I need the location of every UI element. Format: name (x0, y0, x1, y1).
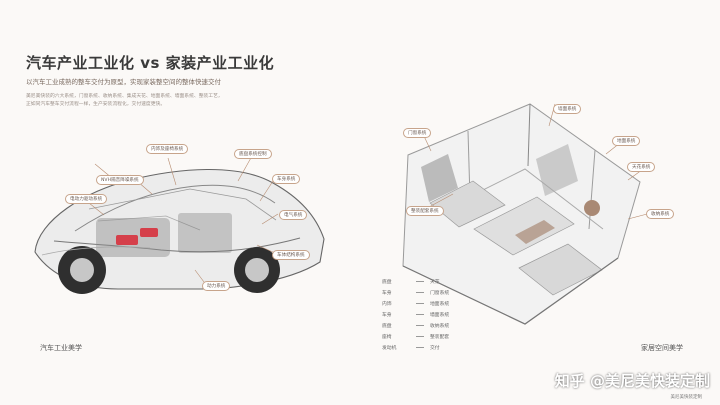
legend-right: 收纳系统 (430, 324, 450, 329)
legend-divider (416, 292, 424, 293)
label-powertrain: 动力系统 (202, 281, 231, 291)
label-wall: 墙面系统 (553, 104, 582, 114)
legend-divider (416, 314, 424, 315)
legend-left: 底盘 (382, 324, 392, 329)
label-body-system: 车身系统 (272, 174, 301, 184)
legend-row: 车身 门窗系统 (382, 287, 470, 298)
legend-right: 墙面系统 (430, 313, 450, 318)
label-storage: 收纳系统 (646, 209, 675, 219)
legend-left: 内饰 (382, 302, 392, 307)
legend-left: 座椅 (382, 335, 392, 340)
label-package: 整装配套系统 (406, 206, 444, 216)
label-chassis-control: 底盘系统控制 (234, 149, 272, 159)
legend-divider (416, 325, 424, 326)
legend-divider (416, 303, 424, 304)
legend-row: 车身 墙面系统 (382, 309, 470, 320)
description-line-2: 正如同汽车整车交付流程一样，生产安装流程化，交付速度更快。 (26, 102, 166, 107)
watermark: 知乎 @美尼美快装定制 (554, 372, 710, 390)
legend-row: 底盘 天花 (382, 276, 470, 287)
page-subtitle: 以汽车工业成熟的整车交付为原型，实现家装整空间的整体快速交付 (26, 78, 221, 86)
legend-left: 车身 (382, 291, 392, 296)
legend-right: 整装配套 (430, 335, 450, 340)
legend-left: 底盘 (382, 280, 392, 285)
left-caption: 汽车工业美学 (40, 344, 82, 352)
brand-logo: 美尼美快装定制 (670, 395, 703, 400)
legend-right: 交付 (430, 346, 440, 351)
legend-left: 发动机 (382, 346, 397, 351)
legend-row: 内饰 地面系统 (382, 298, 470, 309)
legend-left: 车身 (382, 313, 392, 318)
legend-right: 地面系统 (430, 302, 450, 307)
legend-right: 门窗系统 (430, 291, 450, 296)
description: 美尼美快装的六大系统，门窗系统、收纳系统、集成天花、地面系统、墙面系统、整装工艺… (26, 93, 223, 109)
label-door-window: 门窗系统 (403, 128, 432, 138)
description-line-1: 美尼美快装的六大系统，门窗系统、收纳系统、集成天花、地面系统、墙面系统、整装工艺… (26, 94, 223, 99)
label-electric-drive: 电动力驱动系统 (65, 194, 108, 204)
label-interior-seat: 内饰及座椅系统 (146, 144, 189, 154)
legend-row: 底盘 收纳系统 (382, 320, 470, 331)
label-ceiling: 天花系统 (627, 162, 656, 172)
label-floor: 地面系统 (612, 136, 641, 146)
legend-right: 天花 (430, 280, 440, 285)
legend-row: 发动机 交付 (382, 342, 470, 353)
legend-divider (416, 336, 424, 337)
label-body-structure: 车体结构系统 (272, 250, 310, 260)
right-caption: 家居空间美学 (641, 344, 683, 352)
system-legend: 底盘天花 车身门窗系统 内饰地面系统 车身墙面系统 底盘收纳系统 座椅整装配套 … (382, 276, 470, 353)
legend-divider (416, 281, 424, 282)
legend-row: 座椅 整装配套 (382, 331, 470, 342)
page-title: 汽车产业工业化 vs 家装产业工业化 (26, 54, 275, 72)
label-nvh: NVH隔音降噪系统 (96, 175, 144, 185)
legend-divider (416, 347, 424, 348)
label-electrical-system: 电气系统 (279, 210, 308, 220)
